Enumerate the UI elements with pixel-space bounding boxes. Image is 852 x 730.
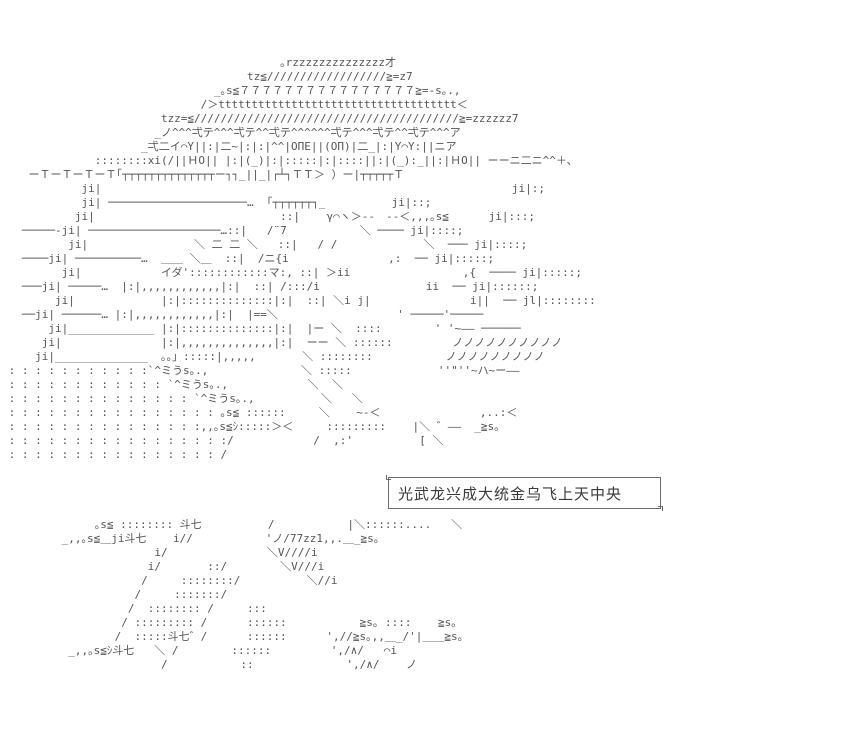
dialogue-text: 光武龙兴成大统金乌飞上天中央 — [398, 484, 623, 503]
ascii-art: ｡rzzzzzzzzzzzzzz才 tz≦//////////////////≧… — [8, 56, 596, 671]
dialogue-box: 光武龙兴成大统金乌飞上天中央 — [386, 475, 663, 511]
